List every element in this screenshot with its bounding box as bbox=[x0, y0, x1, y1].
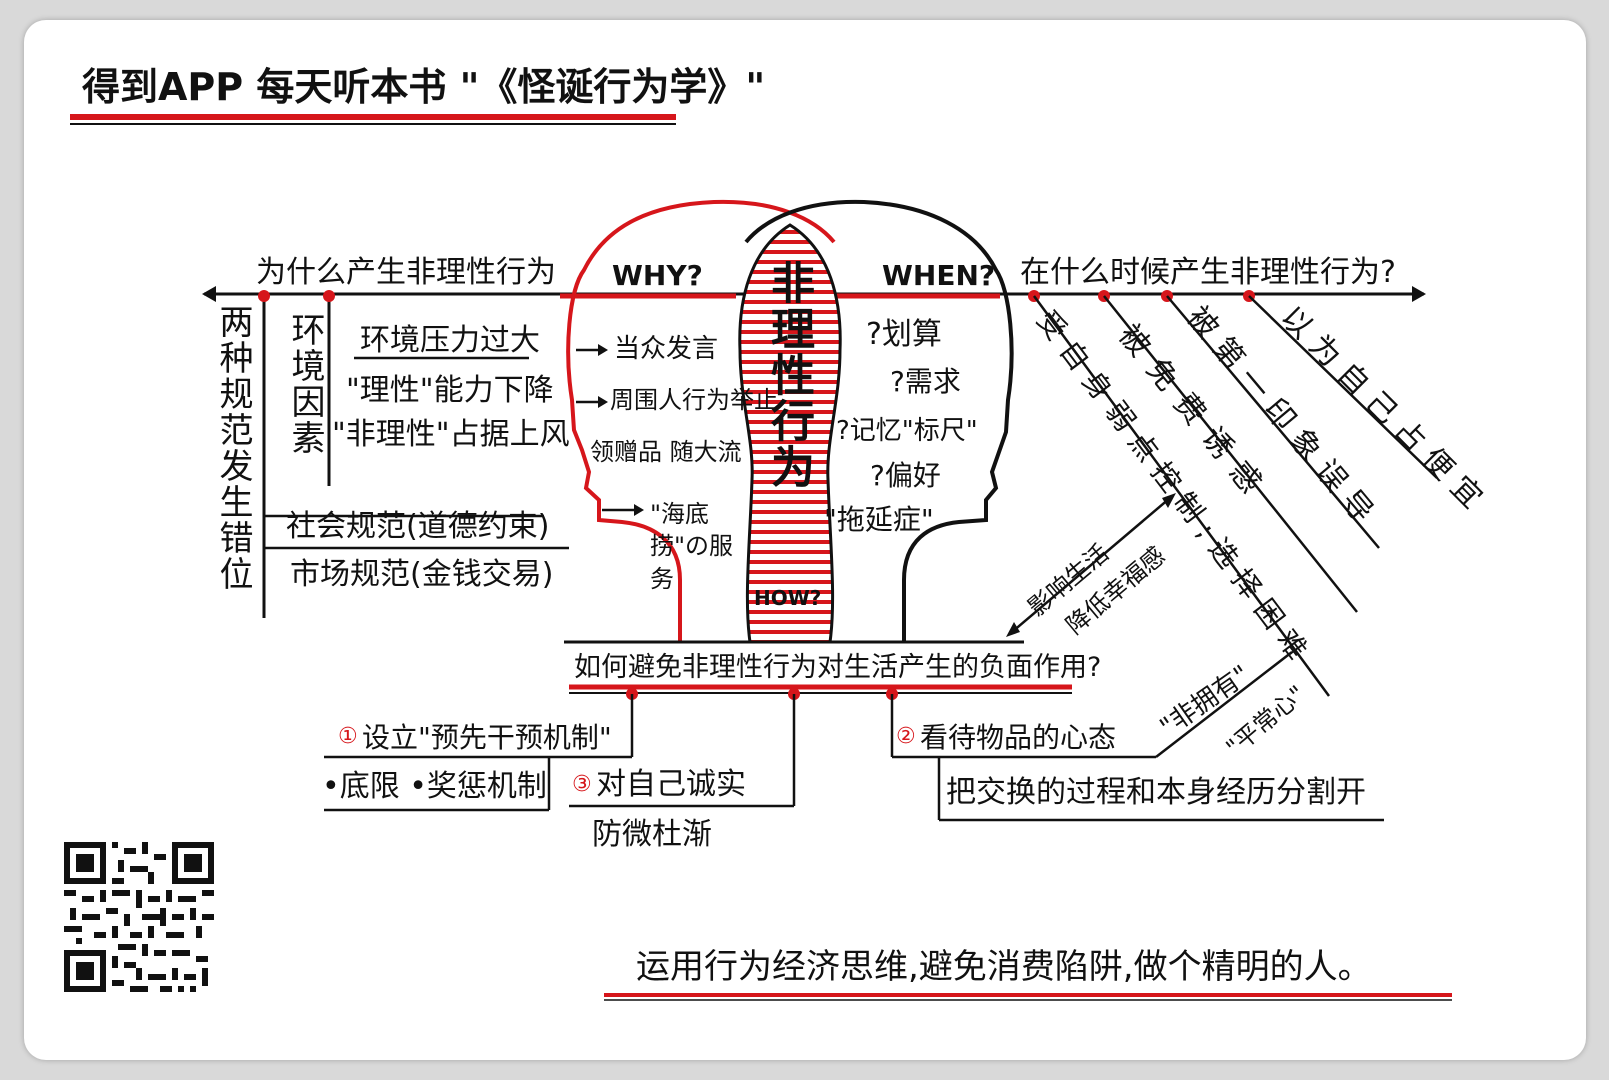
mindmap-card: 得到APP 每天听本书 "《怪诞行为学》" WHY? WHEN? 非理性行为 H… bbox=[24, 20, 1586, 1060]
qr-code-icon bbox=[64, 842, 214, 992]
social-norm: 社会规范(道德约束) bbox=[286, 509, 550, 544]
center-title: 非理性行为 bbox=[763, 260, 814, 490]
page-title: 得到APP 每天听本书 "《怪诞行为学》" bbox=[82, 65, 766, 109]
head-left-item-3: 领赠品 随大流 bbox=[590, 438, 742, 466]
how-item-1-number: ① bbox=[338, 724, 358, 749]
how-item-3-number: ③ bbox=[572, 772, 592, 797]
head-right-item-2: ?需求 bbox=[890, 365, 961, 398]
how-item-3-sub: 防微杜渐 bbox=[592, 817, 712, 852]
head-left-item-1: 当众发言 bbox=[614, 334, 719, 364]
head-right-item-5: "拖延症" bbox=[824, 503, 934, 536]
head-left-item-2: 周围人行为举止 bbox=[610, 386, 778, 414]
env-vertical-label: 环境因素 bbox=[285, 312, 325, 456]
mindmap-lines bbox=[70, 114, 1452, 1001]
when-question: 在什么时候产生非理性行为? bbox=[1020, 255, 1396, 290]
env-item-2: "理性"能力下降 bbox=[346, 373, 554, 408]
head-right-item-4: ?偏好 bbox=[870, 459, 941, 492]
how-item-3: 对自己诚实 bbox=[596, 767, 746, 802]
market-norm: 市场规范(金钱交易) bbox=[290, 557, 554, 592]
how-item-1: 设立"预先干预机制" bbox=[362, 721, 612, 754]
env-item-1: 环境压力过大 bbox=[360, 323, 540, 358]
why-question: 为什么产生非理性行为 bbox=[256, 255, 556, 290]
env-item-3: "非理性"占据上风 bbox=[332, 417, 570, 452]
head-right-item-3: ?记忆"标尺" bbox=[836, 416, 978, 446]
how-label: HOW? bbox=[754, 586, 822, 610]
how-item-2-number: ② bbox=[896, 724, 916, 749]
how-item-1-sub: •底限 •奖惩机制 bbox=[322, 769, 547, 804]
why-label: WHY? bbox=[612, 259, 703, 292]
when-label: WHEN? bbox=[882, 259, 996, 292]
head-right-item-1: ?划算 bbox=[866, 317, 942, 352]
how-item-2-sub: 把交换的过程和本身经历分割开 bbox=[946, 775, 1366, 810]
how-question: 如何避免非理性行为对生活产生的负面作用? bbox=[574, 652, 1102, 683]
footer-slogan: 运用行为经济思维,避免消费陷阱,做个精明的人。 bbox=[636, 947, 1372, 987]
head-left-item-4: "海底捞"の服务 bbox=[650, 500, 734, 593]
norms-vertical-label: 两种规范发生错位 bbox=[213, 304, 253, 592]
how-item-2: 看待物品的心态 bbox=[920, 721, 1117, 754]
